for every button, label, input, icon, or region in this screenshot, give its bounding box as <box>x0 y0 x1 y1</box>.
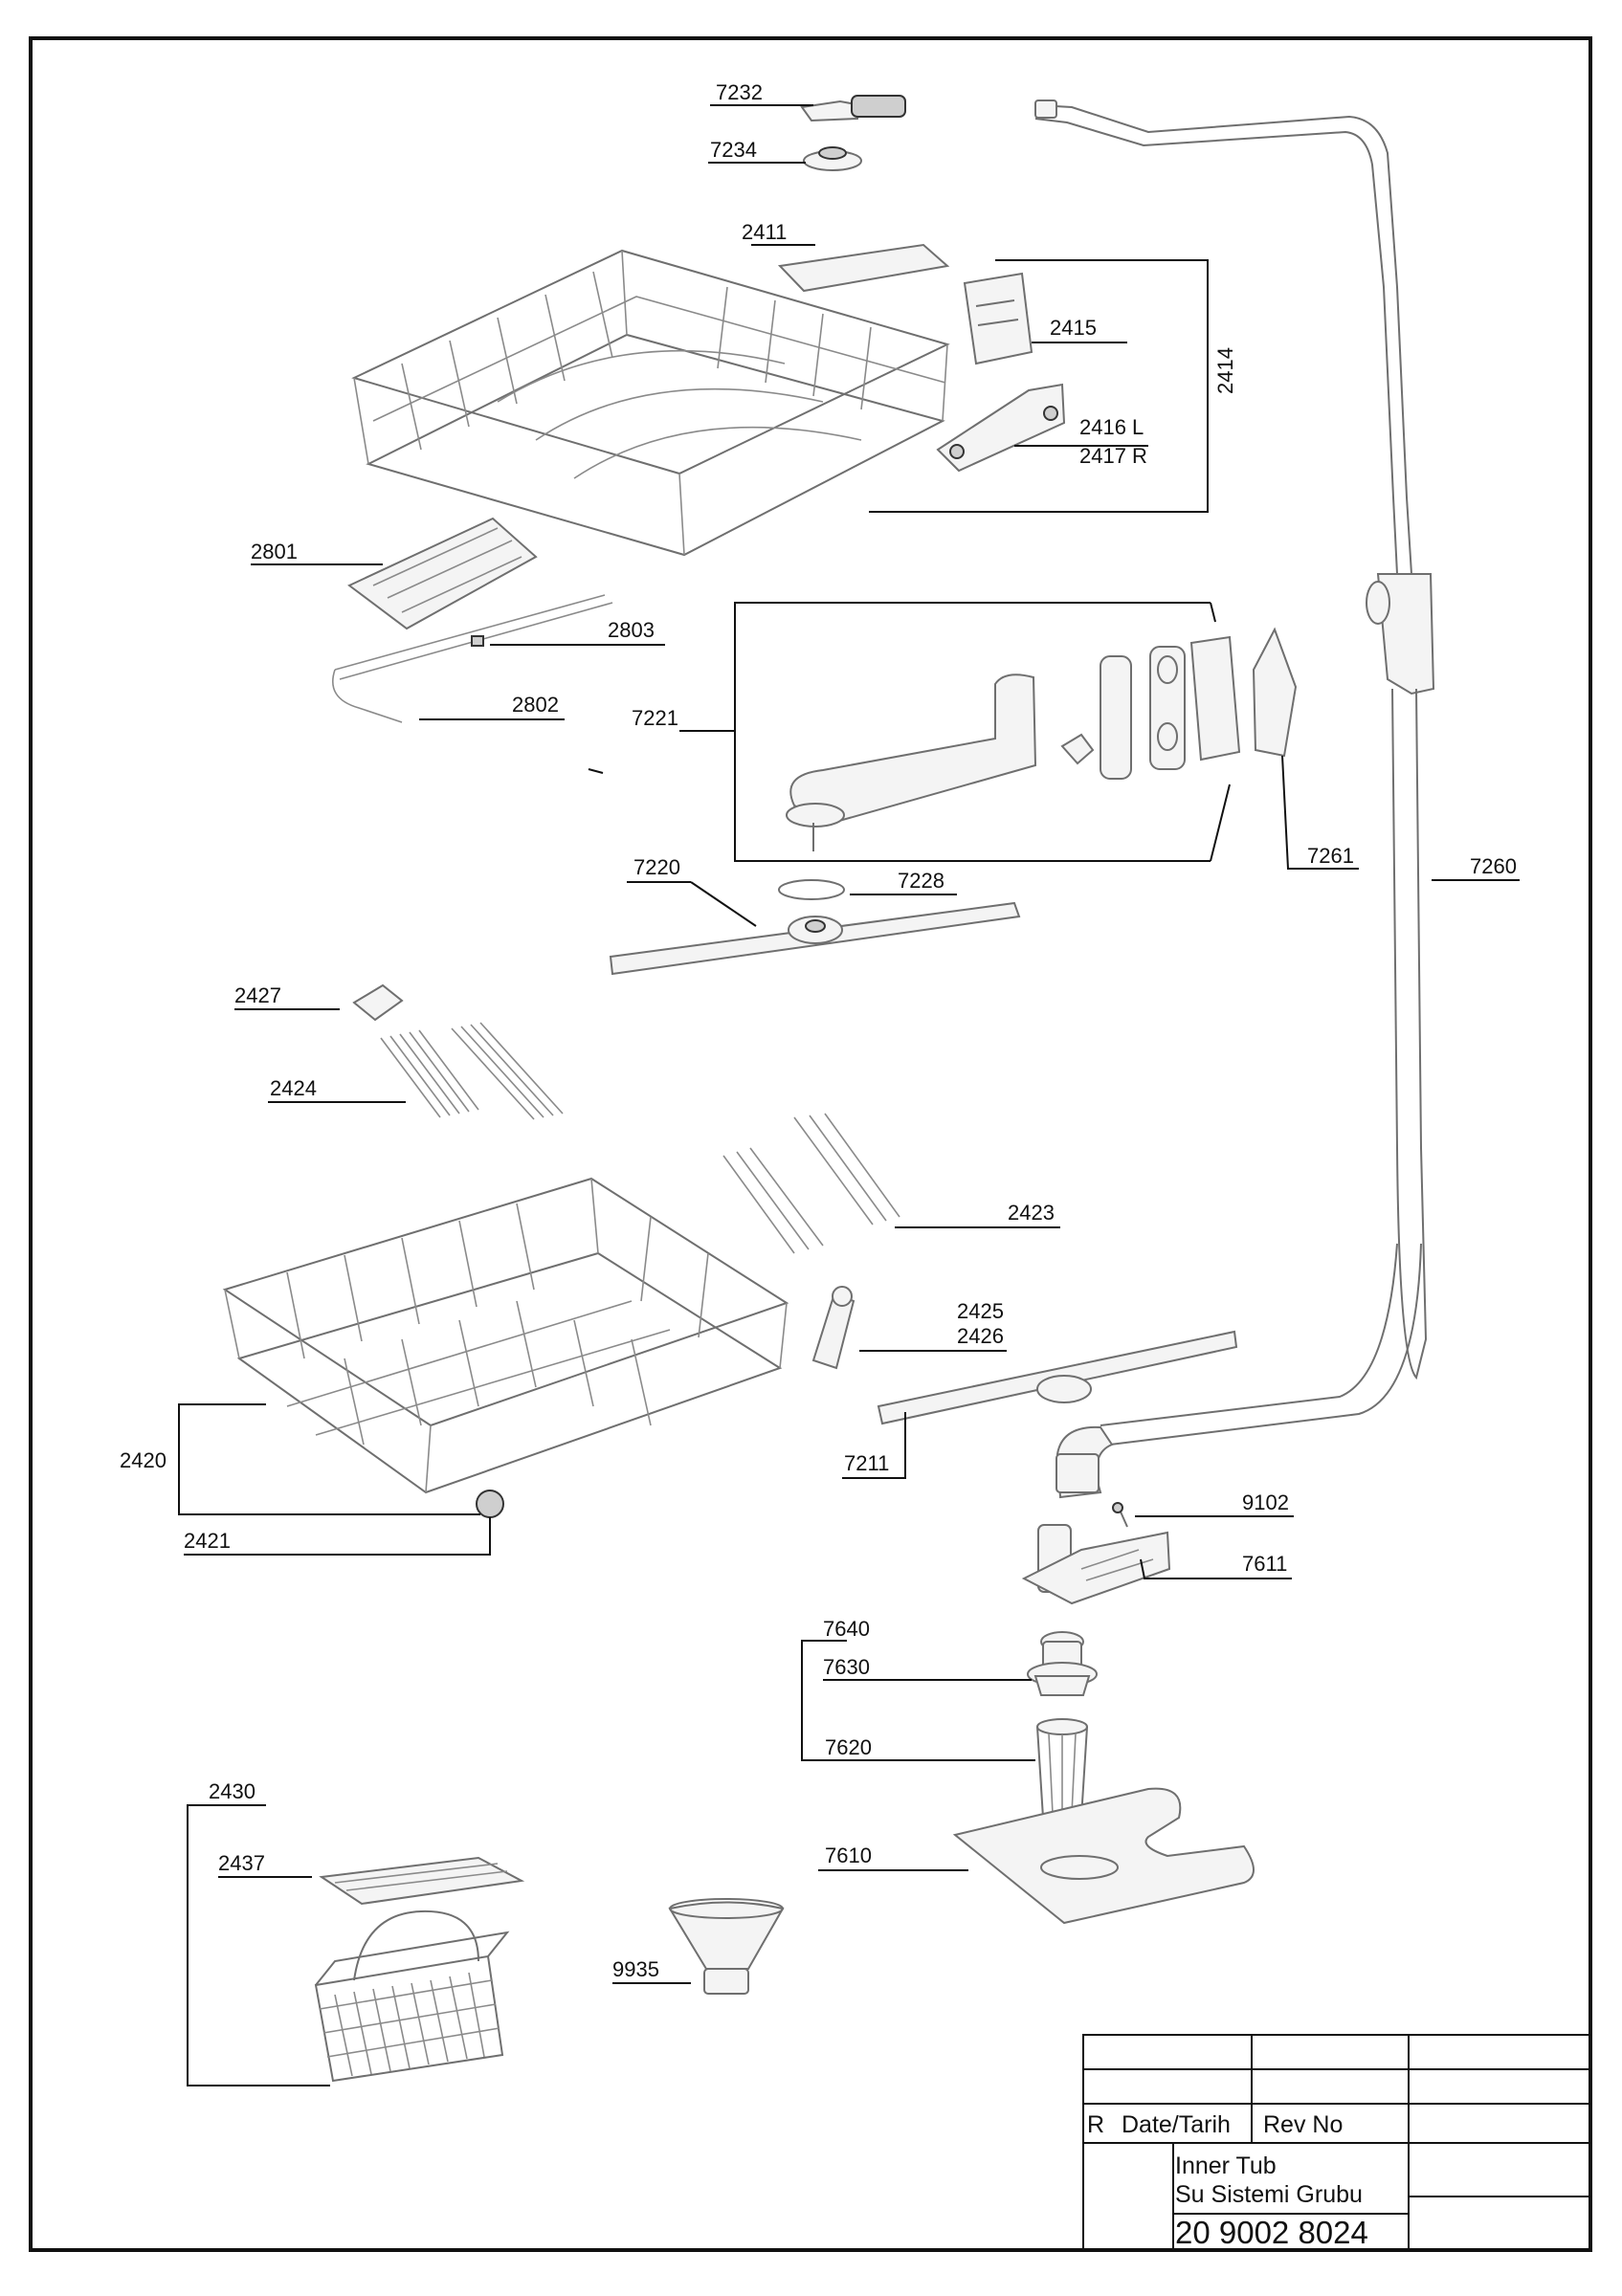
callout-2423: 2423 <box>1008 1201 1055 1225</box>
bracket-7640-7620 <box>801 1640 847 1761</box>
callout-2420: 2420 <box>120 1448 167 1472</box>
part-7232 <box>710 95 906 122</box>
callout-7220: 7220 <box>633 855 680 879</box>
callout-7610: 7610 <box>825 1843 872 1867</box>
callout-2415: 2415 <box>1050 316 1097 340</box>
callout-2421: 2421 <box>184 1529 231 1553</box>
callout-7611: 7611 <box>1242 1552 1287 1576</box>
part-2430 <box>314 1910 510 2083</box>
callout-9935: 9935 <box>612 1957 659 1981</box>
bracket-2420 <box>178 1403 480 1515</box>
callout-2426: 2426 <box>957 1324 1004 1348</box>
callout-7221: 7221 <box>632 706 678 730</box>
callout-2802: 2802 <box>512 693 559 717</box>
callout-2437: 2437 <box>218 1851 265 1875</box>
part-9102 <box>1112 1502 1294 1528</box>
part-2411 <box>751 243 950 293</box>
sheet-border <box>29 36 1592 2252</box>
part-7228 <box>778 879 957 900</box>
callout-2803: 2803 <box>608 618 655 642</box>
part-7234 <box>708 146 862 171</box>
part-7640-7630 <box>823 1631 1098 1696</box>
drawing-number: 20 9002 8024 <box>1175 2215 1368 2250</box>
part-7221 <box>786 635 1241 851</box>
part-2421 <box>184 1517 491 1556</box>
part-2802-2803 <box>332 594 665 723</box>
title-line-2: Su Sistemi Grubu <box>1175 2181 1363 2208</box>
part-7211 <box>842 1330 1238 1499</box>
callout-7234: 7234 <box>710 138 757 162</box>
callout-7630: 7630 <box>823 1655 870 1679</box>
callout-7260: 7260 <box>1470 854 1517 878</box>
callout-7211: 7211 <box>844 1451 889 1475</box>
frame-7221 <box>679 602 1231 862</box>
callout-2427: 2427 <box>234 983 281 1007</box>
bracket-2430 <box>187 1804 330 2086</box>
title-line-1: Inner Tub <box>1175 2152 1277 2179</box>
part-7611 <box>1021 1524 1292 1605</box>
callout-7228: 7228 <box>898 869 944 893</box>
part-2425-2426 <box>811 1286 1007 1370</box>
part-2416-2417 <box>936 383 1148 473</box>
callout-2414: 2414 <box>1213 347 1237 394</box>
callout-2425: 2425 <box>957 1299 1004 1323</box>
part-2427 <box>234 983 404 1022</box>
title-r-label: R <box>1087 2111 1104 2138</box>
part-2415 <box>963 272 1127 365</box>
bracket-2414 <box>869 259 1209 513</box>
callout-7620: 7620 <box>825 1735 872 1759</box>
lower-rack <box>222 1177 789 1518</box>
part-2437 <box>218 1856 525 1906</box>
part-7620 <box>842 1718 1088 1819</box>
callout-2411: 2411 <box>742 220 787 244</box>
callout-2417: 2417 R <box>1079 444 1147 468</box>
part-7220 <box>609 881 1021 976</box>
part-2801 <box>251 517 538 630</box>
callout-2801: 2801 <box>251 540 298 563</box>
callout-2424: 2424 <box>270 1076 317 1100</box>
callout-7232: 7232 <box>716 80 763 104</box>
title-block <box>1082 2034 1591 2251</box>
callout-7640: 7640 <box>823 1617 870 1641</box>
callout-7261: 7261 <box>1307 844 1354 868</box>
part-2424 <box>268 1022 564 1120</box>
part-2423 <box>722 1113 1060 1254</box>
title-rev-label: Rev No <box>1263 2111 1343 2138</box>
part-7260 <box>1034 99 1520 1446</box>
part-7610 <box>818 1787 1255 1925</box>
callout-9102: 9102 <box>1242 1490 1289 1514</box>
part-7261 <box>1252 627 1359 870</box>
callout-2430: 2430 <box>209 1779 256 1803</box>
part-9935 <box>612 1898 785 1995</box>
upper-rack <box>351 249 950 557</box>
title-date-label: Date/Tarih <box>1122 2111 1231 2138</box>
callout-2416: 2416 L <box>1079 415 1144 439</box>
